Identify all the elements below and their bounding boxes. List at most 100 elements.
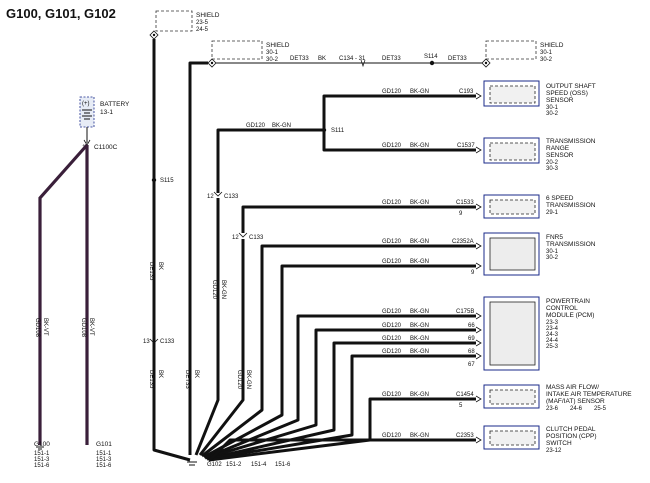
maf-ref-3: 25-5	[594, 406, 607, 412]
pcm-ref-5: 25-3	[546, 344, 559, 350]
6sp-circuit: GD120	[382, 200, 402, 206]
page-title: G100, G101, G102	[6, 6, 116, 21]
ground-g102: G102 151-2 151-4 151-6	[187, 461, 291, 468]
gd108-label-1: GD108	[34, 318, 40, 338]
oss-name-1: OUTPUT SHAFT	[546, 83, 596, 90]
oss-connector: C193	[459, 89, 474, 95]
g101-ref-1: 151-1	[96, 451, 112, 457]
tr-color: BK-GN	[410, 143, 429, 149]
shield-3-ref-2: 30-2	[540, 57, 553, 63]
fnr5-connector: C2352A	[452, 239, 474, 245]
pcm-ref-1: 23-3	[546, 320, 559, 326]
tr-connector: C1537	[457, 143, 475, 149]
c134-connector: C134 - 31	[339, 56, 366, 62]
component-fnr5-transmission: GD120 BK-GN C2352A GD120 BK-GN 9 FNR5 TR…	[382, 232, 596, 276]
g101-ref-2: 151-3	[96, 457, 112, 463]
shield-3: SHIELD 30-1 30-2	[481, 40, 564, 68]
oss-name-3: SENSOR	[546, 97, 574, 104]
de135-bot-color: BK	[157, 370, 163, 378]
shield-3-label: SHIELD	[540, 42, 564, 49]
det33-mid-label: DET33	[382, 56, 401, 62]
6sp-connector: C1533	[456, 200, 474, 206]
fnr5-pin2: 9	[471, 270, 475, 276]
pcm-name-3: MODULE (PCM)	[546, 312, 594, 319]
pcm-color-3: BK-GN	[410, 336, 429, 342]
pcm-color-1: BK-GN	[410, 309, 429, 315]
det33-v-color: BK	[193, 370, 199, 378]
pcm-circuit-3: GD120	[382, 336, 402, 342]
ground-g100: G100 151-1 151-3 151-6	[34, 441, 50, 469]
pcm-connector: C175B	[456, 309, 474, 315]
pcm-name-2: CONTROL	[546, 305, 578, 312]
gd108-color-1: BK-VT	[42, 318, 48, 336]
det33-right-label: DET33	[448, 56, 467, 62]
det33-left-label: DET33	[290, 56, 309, 62]
component-pcm: GD120 BK-GN C175B GD120 BK-GN 66 GD120 B…	[382, 296, 594, 371]
s114-splice: S114	[424, 54, 438, 60]
gd120-a-wire	[194, 198, 220, 456]
battery-ref: 13-1	[100, 109, 113, 116]
s111-color: BK-GN	[272, 123, 291, 129]
maf-name-1: MASS AIR FLOW/	[546, 384, 599, 391]
component-6speed-transmission: GD120 BK-GN C1533 9 6 SPEED TRANSMISSION…	[382, 194, 596, 219]
pcm-circuit-1: GD120	[382, 309, 402, 315]
gd108-wire-g100	[38, 143, 89, 445]
pcm-pin-3: 68	[468, 349, 475, 355]
de135-connector: C133	[160, 339, 175, 345]
pcm-ref-2: 23-4	[546, 326, 559, 332]
pcm-color-4: BK-GN	[410, 349, 429, 355]
g102-ref-1: 151-2	[226, 462, 242, 468]
fnr5-name-2: TRANSMISSION	[546, 241, 596, 248]
6sp-ref-1: 29-1	[546, 210, 559, 216]
s115-splice: S115	[160, 178, 174, 184]
component-maf-iat-sensor: GD120 BK-GN C1454 5 MASS AIR FLOW/ INTAK…	[382, 384, 632, 412]
oss-ref-1: 30-1	[546, 105, 559, 111]
tr-name-3: SENSOR	[546, 152, 574, 159]
cpp-name-3: SWITCH	[546, 440, 572, 447]
g100-ref-2: 151-3	[34, 457, 50, 463]
tr-ref-1: 20-2	[546, 160, 559, 166]
maf-pin: 5	[459, 403, 463, 409]
det33-vertical-wire	[188, 61, 208, 455]
cpp-ref-1: 23-12	[546, 448, 562, 454]
6sp-name-1: 6 SPEED	[546, 195, 574, 202]
gd120-a-connector: C133	[224, 194, 239, 200]
s111-splice: S111	[331, 128, 345, 134]
gd120-s111-branch	[216, 128, 324, 193]
fnr5-name-1: FNR5	[546, 234, 563, 241]
cpp-name-2: POSITION (CPP)	[546, 433, 597, 440]
de135-wire	[152, 39, 191, 462]
de135-top-circuit: DE135	[148, 262, 154, 281]
pcm-pin-1: 66	[468, 323, 475, 329]
pcm-name-1: POWERTRAIN	[546, 298, 590, 305]
maf-name-2: INTAKE AIR TEMPERATURE	[546, 391, 632, 398]
maf-color: BK-GN	[410, 392, 429, 398]
component-tr-sensor: GD120 BK-GN C1537 TRANSMISSION RANGE SEN…	[382, 137, 596, 172]
shield-2-ref-2: 30-2	[266, 57, 279, 63]
shield-2: SHIELD 30-1 30-2	[207, 40, 290, 68]
g102-ref-3: 151-6	[275, 462, 291, 468]
component-cpp-switch: GD120 BK-GN C2353 CLUTCH PEDAL POSITION …	[382, 425, 597, 454]
shield-1-ref-2: 24-5	[196, 27, 209, 33]
g101-label: G101	[96, 441, 112, 448]
g102-label: G102	[207, 462, 222, 468]
shield-1-label: SHIELD	[196, 12, 220, 19]
gd120-a-circuit: GD120	[211, 280, 217, 300]
component-oss-sensor: GD120 BK-GN C193 OUTPUT SHAFT SPEED (OSS…	[382, 80, 596, 117]
fnr5-ref-2: 30-2	[546, 255, 559, 261]
oss-ref-2: 30-2	[546, 111, 559, 117]
g102-ref-2: 151-4	[251, 462, 267, 468]
det33-v-circuit: DET33	[184, 370, 190, 389]
maf-connector: C1454	[456, 392, 474, 398]
pcm-pin-4: 67	[468, 362, 475, 368]
pcm-ref-4: 24-4	[546, 338, 559, 344]
de135-bot-circuit: DE135	[148, 370, 154, 389]
oss-color: BK-GN	[410, 89, 429, 95]
fnr5-color-2: BK-GN	[410, 259, 429, 265]
cpp-circuit: GD120	[382, 433, 402, 439]
cpp-name-1: CLUTCH PEDAL	[546, 426, 596, 433]
gd120-a-color: BK-GN	[220, 280, 226, 299]
tr-ref-2: 30-3	[546, 166, 559, 172]
shield-1: SHIELD 23-5 24-5	[149, 10, 220, 40]
g100-ref-3: 151-6	[34, 463, 50, 469]
